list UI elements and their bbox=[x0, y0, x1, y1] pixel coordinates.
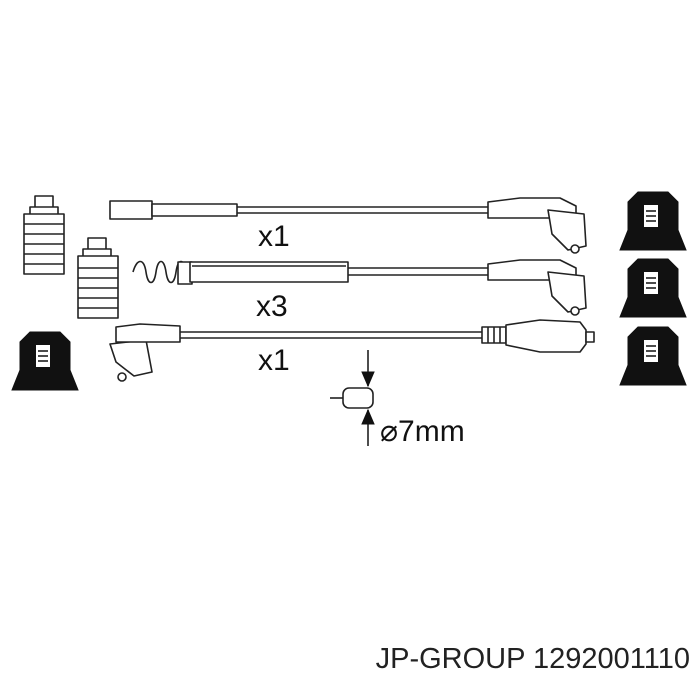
footer-caption: JP-GROUP 1292001110 bbox=[376, 645, 690, 674]
distributor-cap-connector-icon bbox=[11, 331, 79, 391]
diameter-label: ⌀7mm bbox=[380, 415, 465, 448]
terminal-cap-left-middle bbox=[77, 237, 119, 319]
brand-name: JP-GROUP bbox=[375, 643, 525, 675]
part-number: 1292001110 bbox=[533, 643, 690, 675]
distributor-cap-right-2 bbox=[619, 258, 687, 318]
ignition-cable-3 bbox=[109, 319, 595, 382]
ignition-cable-1 bbox=[109, 197, 587, 254]
ignition-cable-2 bbox=[132, 259, 587, 316]
distributor-cap-right-3 bbox=[619, 326, 687, 386]
cable-2-quantity-label: x3 bbox=[256, 290, 288, 323]
cable-3-quantity-label: x1 bbox=[258, 344, 290, 377]
cable-1-quantity-label: x1 bbox=[258, 220, 290, 253]
wire-cross-section-icon bbox=[330, 350, 375, 446]
terminal-cap-left-top bbox=[23, 195, 65, 275]
distributor-cap-right-1 bbox=[619, 191, 687, 251]
